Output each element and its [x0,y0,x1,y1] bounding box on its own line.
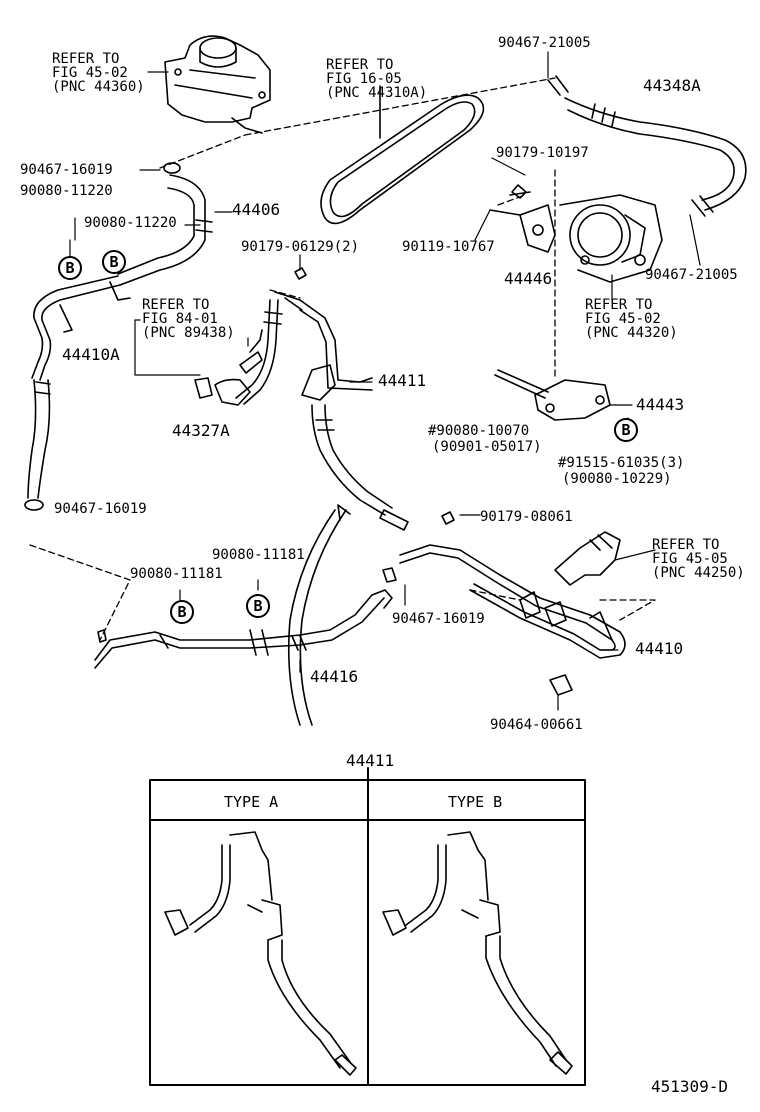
type-a-drawing [164,831,357,1076]
label-44443: 44443 [636,395,685,414]
hose-high-pressure [311,404,409,531]
label-44410a: 44410A [62,345,120,364]
label-refer-fig45-02-a-l2: FIG 45-02 [52,65,128,81]
clip-b-callout-2: B [102,250,126,274]
label-refer-fig45-05-l2: FIG 45-05 [652,551,728,567]
label-90080-10229: (90080-10229) [562,471,672,487]
label-90080-11181-a: 90080-11181 [212,547,305,563]
label-44410: 44410 [635,639,684,658]
hose-long-curve [287,504,351,726]
small-fasteners [97,162,573,696]
label-90179-08061: 90179-08061 [480,509,573,525]
label-90901-05017: (90901-05017) [432,439,542,455]
pipe-44410a [31,275,131,381]
label-44411-box: 44411 [346,751,395,770]
hose-left-vertical [24,379,51,511]
label-refer-fig45-05-l1: REFER TO [652,537,720,553]
label-90464-00661: 90464-00661 [490,717,583,733]
steering-pump [559,194,663,283]
leader-lines [69,51,701,711]
steering-gear-ref [554,531,621,586]
clip-b-callout-5: B [246,594,270,618]
label-refer-fig16-05-l1: REFER TO [326,57,394,73]
label-91515-61035: #91515-61035(3) [558,455,685,471]
label-refer-fig45-02-b-l2: FIG 45-02 [585,311,661,327]
label-refer-fig16-05-l2: FIG 16-05 [326,71,402,87]
reservoir-tank [164,35,271,134]
label-90179-06129: 90179-06129(2) [241,239,360,255]
label-90080-10070: #90080-10070 [428,423,530,439]
label-90080-11220-b: 90080-11220 [84,215,177,231]
label-44446: 44446 [504,269,553,288]
label-type-a: TYPE A [224,793,279,811]
type-b-drawing [382,831,573,1075]
label-refer-fig45-02-b-l1: REFER TO [585,297,653,313]
label-refer-fig45-02-b-l3: (PNC 44320) [585,325,678,341]
pipe-44411 [235,291,373,405]
label-90179-10197: 90179-10197 [496,145,589,161]
pipe-44416 [94,589,393,669]
label-refer-fig84-01-l3: (PNC 89438) [142,325,235,341]
label-refer-fig84-01-l2: FIG 84-01 [142,311,218,327]
label-90080-11220-a: 90080-11220 [20,183,113,199]
label-44327a: 44327A [172,421,230,440]
dashed-lines [29,77,656,641]
clip-b-callout-3: B [614,418,638,442]
clip-b-callout-4: B [170,600,194,624]
label-44411: 44411 [378,371,427,390]
label-90119-10767: 90119-10767 [402,239,495,255]
label-refer-fig84-01-l1: REFER TO [142,297,210,313]
hose-44406 [117,174,213,286]
bracket-44446 [489,184,556,253]
type-box-frame [149,767,586,1086]
label-refer-fig45-02-a-l1: REFER TO [52,51,120,67]
label-figure-id: 451309-D [651,1077,729,1096]
label-refer-fig45-05-l3: (PNC 44250) [652,565,745,581]
label-44348a: 44348A [643,76,701,95]
label-refer-fig45-02-a-l3: (PNC 44360) [52,79,145,95]
label-90467-16019-c: 90467-16019 [392,611,485,627]
label-90467-16019-a: 90467-16019 [20,162,113,178]
label-44406: 44406 [232,200,281,219]
label-44416: 44416 [310,667,359,686]
clip-b-callout-1: B [58,256,82,280]
hose-44348a [547,75,747,217]
label-90467-16019-b: 90467-16019 [54,501,147,517]
label-90467-21005-top: 90467-21005 [498,35,591,51]
pipe-44410 [399,544,626,659]
label-90080-11181-b: 90080-11181 [130,566,223,582]
drive-belt [320,85,485,225]
label-refer-fig16-05-l3: (PNC 44310A) [326,85,428,101]
label-90467-21005-right: 90467-21005 [645,267,738,283]
pressure-switch-44327a [194,329,263,406]
bracket-44443 [494,369,611,421]
label-type-b: TYPE B [448,793,503,811]
